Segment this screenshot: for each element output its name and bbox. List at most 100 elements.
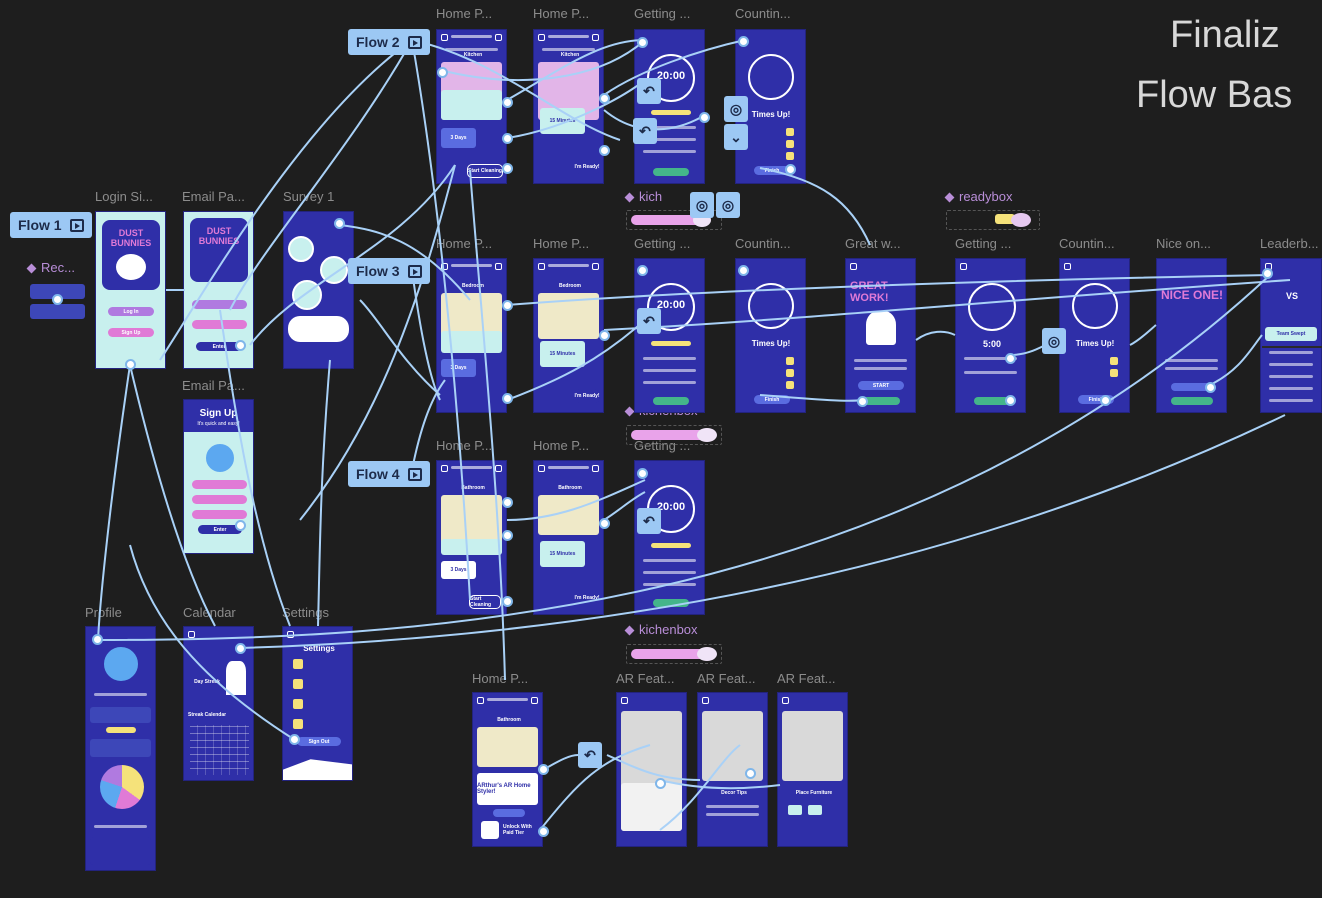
chevron-icon[interactable]: ⌄	[724, 124, 748, 150]
connection-node[interactable]	[502, 97, 513, 108]
kichenbox-1-body[interactable]	[626, 425, 722, 445]
target-icon[interactable]: ◎	[690, 192, 714, 218]
start-cleaning-button[interactable]: Start Cleaning	[467, 164, 503, 178]
frame-label-home-r3b[interactable]: Home P...	[533, 438, 590, 453]
survey-option-kitchen[interactable]	[288, 236, 314, 262]
frame-label-counting-r2[interactable]: Countin...	[735, 236, 791, 251]
connection-node[interactable]	[502, 133, 513, 144]
connection-node[interactable]	[125, 359, 136, 370]
frame-label-email-2[interactable]: Email Pa...	[182, 378, 245, 393]
connection-node[interactable]	[502, 530, 513, 541]
frame-home-kitchen-b[interactable]: Kitchen 15 Minutes I'm Ready!	[533, 29, 604, 184]
frame-label-profile[interactable]: Profile	[85, 605, 122, 620]
frame-label-login[interactable]: Login Si...	[95, 189, 153, 204]
undo-icon[interactable]: ↶	[633, 118, 657, 144]
connection-node[interactable]	[857, 396, 868, 407]
frame-login[interactable]: DUST BUNNIES Log In Sign Up	[95, 211, 166, 369]
flow-tag-2[interactable]: Flow 2	[348, 29, 430, 55]
frame-great-work[interactable]: GREAT WORK! START	[845, 258, 916, 413]
frame-home-ar[interactable]: Bathroom ARthur's AR Home Styler! Unlock…	[472, 692, 543, 847]
connection-node[interactable]	[235, 520, 246, 531]
connection-node[interactable]	[334, 218, 345, 229]
kichenbox-2-body[interactable]	[626, 644, 722, 664]
sign-out-button[interactable]: Sign Out	[297, 737, 341, 746]
connection-node[interactable]	[502, 163, 513, 174]
frame-label-email-1[interactable]: Email Pa...	[182, 189, 245, 204]
frame-label-counting-r2b[interactable]: Countin...	[1059, 236, 1115, 251]
flow-tag-3[interactable]: Flow 3	[348, 258, 430, 284]
connection-node[interactable]	[1100, 395, 1111, 406]
frame-home-kitchen-a[interactable]: Kitchen 3 Days Start Cleaning	[436, 29, 507, 184]
connection-node[interactable]	[92, 634, 103, 645]
frame-label-ar-3[interactable]: AR Feat...	[777, 671, 836, 686]
connection-node[interactable]	[502, 596, 513, 607]
connection-node[interactable]	[699, 112, 710, 123]
frame-ar-1[interactable]	[616, 692, 687, 847]
connection-node[interactable]	[599, 145, 610, 156]
frame-label-survey[interactable]: Survey 1	[283, 189, 335, 204]
ready-button[interactable]: I'm Ready!	[574, 160, 600, 174]
connection-node[interactable]	[538, 764, 549, 775]
undo-icon[interactable]: ↶	[637, 308, 661, 334]
frame-profile[interactable]	[85, 626, 156, 871]
password-field[interactable]	[192, 320, 247, 329]
flow-tag-1[interactable]: Flow 1	[10, 212, 92, 238]
rec-component-body[interactable]	[30, 284, 85, 320]
target-icon[interactable]: ◎	[1042, 328, 1066, 354]
connection-node[interactable]	[538, 826, 549, 837]
frame-label-great[interactable]: Great w...	[845, 236, 901, 251]
undo-icon[interactable]: ↶	[637, 508, 661, 534]
connection-node[interactable]	[738, 36, 749, 47]
frame-label-settings[interactable]: Settings	[282, 605, 329, 620]
connection-node[interactable]	[1005, 395, 1016, 406]
frame-label-home-r1b[interactable]: Home P...	[533, 6, 590, 21]
frame-label-ar-1[interactable]: AR Feat...	[616, 671, 675, 686]
survey-option-bedroom[interactable]	[320, 256, 348, 284]
frame-nice-one[interactable]: NICE ONE!	[1156, 258, 1227, 413]
camera-icon[interactable]	[206, 444, 234, 472]
connection-node[interactable]	[1262, 268, 1273, 279]
frame-getting-r2[interactable]: 20:00	[634, 258, 705, 413]
frame-home-bathroom-a[interactable]: Bathroom 3 Days Start Cleaning	[436, 460, 507, 615]
frame-label-getting-r1[interactable]: Getting ...	[634, 6, 691, 21]
password-field-2[interactable]	[192, 510, 247, 519]
target-icon[interactable]: ◎	[716, 192, 740, 218]
name-field[interactable]	[192, 480, 247, 489]
finish-button[interactable]	[653, 168, 689, 176]
survey-option-bath[interactable]	[292, 280, 322, 310]
connection-node[interactable]	[637, 37, 648, 48]
frame-label-home-r4[interactable]: Home P...	[472, 671, 529, 686]
frame-label-calendar[interactable]: Calendar	[183, 605, 236, 620]
frame-label-nice[interactable]: Nice on...	[1156, 236, 1211, 251]
component-kichenbox-2[interactable]: kichenbox	[624, 622, 698, 637]
connection-node[interactable]	[738, 265, 749, 276]
sign-up-button[interactable]: Sign Up	[108, 328, 154, 337]
connection-node[interactable]	[637, 468, 648, 479]
email-field-2[interactable]	[192, 495, 247, 504]
frame-label-counting-r1[interactable]: Countin...	[735, 6, 791, 21]
frame-home-bathroom-b[interactable]: Bathroom 15 Minutes I'm Ready!	[533, 460, 604, 615]
frame-counting-r2[interactable]: Times Up! Finish	[735, 258, 806, 413]
frame-label-getting-r2b[interactable]: Getting ...	[955, 236, 1012, 251]
connection-node[interactable]	[599, 330, 610, 341]
connection-node[interactable]	[235, 643, 246, 654]
connection-node[interactable]	[235, 340, 246, 351]
readybox-component-body[interactable]	[946, 210, 1040, 230]
connection-node[interactable]	[502, 300, 513, 311]
start-button[interactable]: START	[858, 381, 904, 390]
frame-home-bedroom-a[interactable]: Bedroom 3 Days	[436, 258, 507, 413]
connection-node[interactable]	[502, 497, 513, 508]
component-rec[interactable]: Rec...	[26, 260, 75, 275]
frame-home-bedroom-b[interactable]: Bedroom 15 Minutes I'm Ready!	[533, 258, 604, 413]
frame-label-home-r1a[interactable]: Home P...	[436, 6, 493, 21]
connection-node[interactable]	[599, 93, 610, 104]
frame-counting-r2b[interactable]: Times Up! Finish	[1059, 258, 1130, 413]
frame-ar-2[interactable]: Decor Tips	[697, 692, 768, 847]
component-readybox[interactable]: readybox	[944, 189, 1012, 204]
frame-label-leader[interactable]: Leaderb...	[1260, 236, 1319, 251]
target-icon[interactable]: ◎	[724, 96, 748, 122]
connection-node[interactable]	[655, 778, 666, 789]
connection-node[interactable]	[289, 734, 300, 745]
flow-tag-4[interactable]: Flow 4	[348, 461, 430, 487]
connection-node[interactable]	[745, 768, 756, 779]
